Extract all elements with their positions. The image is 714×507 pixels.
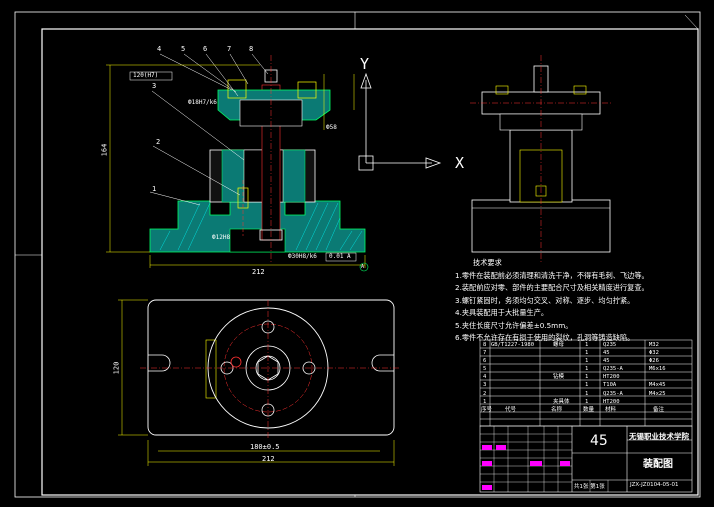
requirement-item-2: 2.装配前应对零、部件的主要配合尺寸及相关精度进行复查。: [455, 283, 649, 292]
dim-fit-bottom: Ф30H8/k6: [288, 253, 317, 260]
coordinate-axis-icon: [358, 72, 442, 171]
dim-fit-right: Ф58: [326, 124, 337, 131]
dim-height-left: 164: [100, 143, 109, 157]
axis-x-label: X: [455, 154, 465, 172]
side-view: [470, 55, 612, 262]
requirement-item-5: 5.夹住长度尺寸允许偏差±0.5mm。: [455, 320, 573, 330]
requirements-title: 技术要求: [473, 258, 502, 267]
drawing-name: 装配图: [643, 459, 673, 470]
dim-top-left-box: 120(H7): [133, 72, 159, 79]
dim-width-front: 212: [252, 268, 265, 276]
requirement-item-6: 6.零件不允许存在有损于使用的裂纹，孔洞等铸造缺陷。: [455, 333, 635, 342]
dim-fit-low: Ф12H8: [212, 234, 231, 241]
top-view: [118, 299, 400, 466]
inner-frame: [41, 28, 699, 496]
front-section-view: [106, 53, 369, 272]
part-label-4: 4: [157, 45, 162, 53]
dim-tol-box: 0.01 A: [329, 253, 351, 260]
dim-plan-width-outer: 212: [262, 455, 275, 463]
requirement-item-3: 3.螺钉紧固时，务须均匀交叉、对称、逐步、均匀拧紧。: [455, 295, 635, 305]
part-label-5: 5: [181, 45, 186, 53]
bom-table-grid: [479, 339, 693, 427]
requirement-item-4: 4.夹具装配用于大批量生产。: [455, 308, 549, 317]
part-label-1: 1: [152, 185, 157, 193]
part-label-6: 6: [203, 45, 208, 53]
dim-plan-height: 120: [112, 361, 121, 375]
school-name: 无锡职业技术学院: [629, 432, 689, 441]
title-block-grid: [479, 425, 693, 493]
material-label: 45: [590, 433, 608, 449]
title-block-fill: [482, 445, 570, 490]
requirement-item-1: 1.零件在装配前必须清理和清洗干净，不得有毛刺、飞边等。: [455, 270, 649, 280]
drawing-number: JZX-JZ0104-05-01: [630, 482, 679, 488]
technical-requirements: 技术要求 1.零件在装配前必须清理和清洗干净，不得有毛刺、飞边等。 2.装配前应…: [455, 257, 649, 345]
part-label-3: 3: [152, 82, 157, 90]
part-label-7: 7: [227, 45, 232, 53]
part-label-2: 2: [156, 138, 161, 146]
dim-fit-left: Ф18H7/k6: [188, 99, 217, 106]
bom-header-row: 序号代号名称数量材料备注: [481, 406, 665, 413]
axis-y-label: Y: [360, 55, 370, 73]
dim-plan-width-inner: 180±0.5: [250, 443, 280, 451]
datum-label: A: [361, 264, 365, 270]
part-label-8: 8: [249, 45, 254, 53]
outer-frame: [14, 11, 701, 498]
sheet-info: 共1张 第1张: [574, 484, 605, 490]
